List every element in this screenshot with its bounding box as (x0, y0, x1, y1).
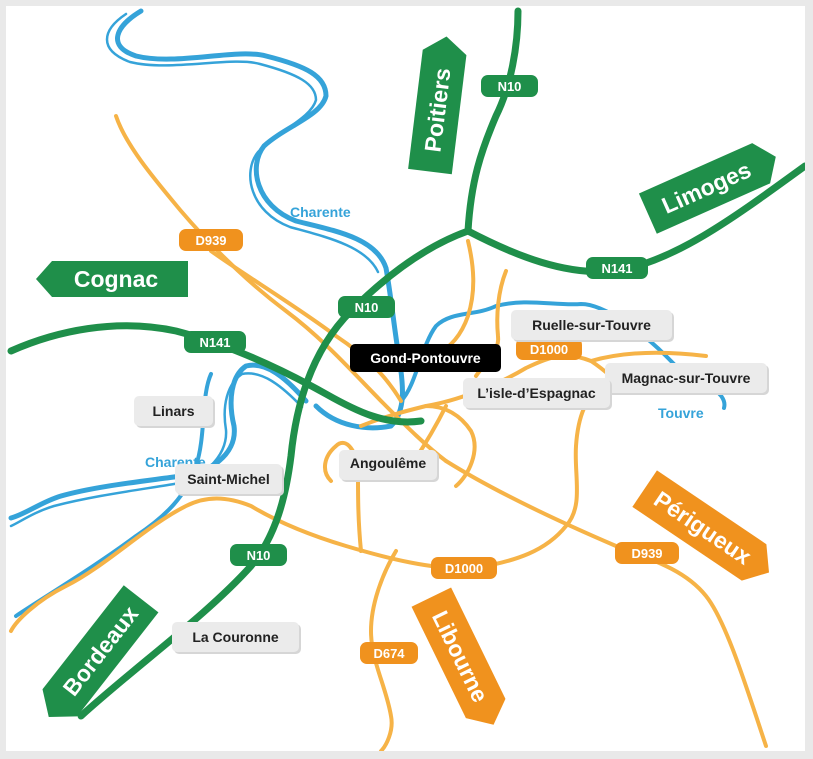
badge-n141-east: N141 (586, 257, 648, 279)
road-badges: N10 N10 N10 N141 N141 D939 D939 D1 (179, 75, 679, 664)
place-labels: Gond-Pontouvre Ruelle-sur-Touvre Magnac-… (134, 310, 769, 654)
place-label-angouleme: Angoulême (339, 450, 439, 482)
destination-perigueux: Périgueux (632, 470, 770, 581)
badge-d1000-north: D1000 (516, 338, 582, 360)
svg-text:Linars: Linars (152, 403, 194, 419)
charente-river-north (115, 8, 405, 431)
svg-text:N10: N10 (355, 300, 379, 315)
svg-text:Cognac: Cognac (74, 266, 159, 292)
badge-n10-south: N10 (230, 544, 287, 566)
svg-text:D1000: D1000 (530, 342, 568, 357)
avenue-north-gond (434, 239, 476, 358)
destination-limoges: Limoges (638, 143, 776, 234)
badge-d1000-south: D1000 (431, 557, 497, 579)
d1000-road-south (9, 496, 478, 633)
river-label-charente-north: Charente (290, 204, 351, 220)
badge-n10-north: N10 (481, 75, 538, 97)
badge-n10-center: N10 (338, 296, 395, 318)
svg-text:L’isle-d’Espagnac: L’isle-d’Espagnac (477, 385, 595, 401)
destination-poitiers: Poitiers (408, 36, 467, 175)
place-label-magnac-sur-touvre: Magnac-sur-Touvre (605, 363, 769, 395)
destination-libourne: Libourne (411, 587, 506, 725)
destination-cognac: Cognac (36, 261, 188, 297)
svg-text:D939: D939 (195, 233, 226, 248)
road-map: Charente Charente Touvre N10 N10 N10 N14… (7, 7, 805, 751)
svg-text:N10: N10 (247, 548, 271, 563)
svg-text:D1000: D1000 (445, 561, 483, 576)
place-label-linars: Linars (134, 396, 215, 428)
svg-text:N141: N141 (601, 261, 632, 276)
map-frame: Charente Charente Touvre N10 N10 N10 N14… (6, 6, 805, 751)
d1000-road-east-loop (474, 382, 606, 570)
svg-text:N10: N10 (498, 79, 522, 94)
n10-road (77, 7, 522, 720)
place-label-la-couronne: La Couronne (172, 622, 301, 654)
svg-text:La Couronne: La Couronne (192, 629, 279, 645)
place-label-saint-michel: Saint-Michel (175, 464, 284, 496)
badge-n141-west: N141 (184, 331, 246, 353)
svg-text:Saint-Michel: Saint-Michel (187, 471, 269, 487)
place-label-lisle-despagnac: L’isle-d’Espagnac (463, 378, 612, 410)
svg-text:Angoulême: Angoulême (350, 455, 426, 471)
d674-road (369, 549, 398, 751)
d939-road-east (444, 459, 768, 748)
destination-bordeaux: Bordeaux (42, 585, 159, 718)
badge-d939-east: D939 (615, 542, 679, 564)
svg-text:Ruelle-sur-Touvre: Ruelle-sur-Touvre (532, 317, 651, 333)
svg-text:D674: D674 (373, 646, 405, 661)
place-label-ruelle-sur-touvre: Ruelle-sur-Touvre (511, 310, 674, 342)
badge-d674: D674 (360, 642, 418, 664)
svg-text:D939: D939 (631, 546, 662, 561)
rocade-road-center (359, 404, 477, 488)
place-label-gond-pontouvre: Gond-Pontouvre (350, 344, 501, 372)
river-label-touvre: Touvre (658, 405, 704, 421)
svg-text:Gond-Pontouvre: Gond-Pontouvre (370, 350, 481, 366)
badge-d939-north: D939 (179, 229, 243, 251)
svg-text:N141: N141 (199, 335, 230, 350)
charente-river-north-parallel (105, 12, 380, 274)
d939-road-north (114, 114, 448, 463)
svg-text:Magnac-sur-Touvre: Magnac-sur-Touvre (622, 370, 751, 386)
road-magnac-east (589, 350, 708, 363)
